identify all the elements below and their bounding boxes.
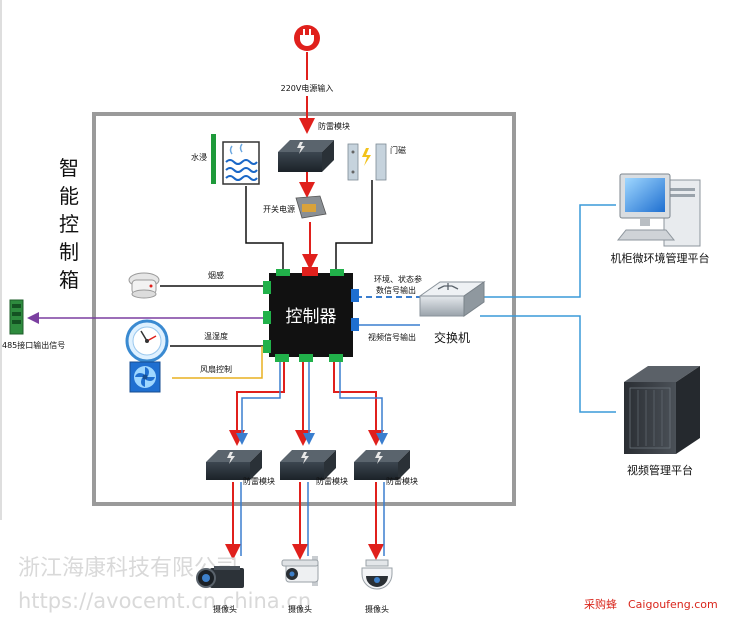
- bottom-surge-module-2: [280, 450, 336, 480]
- fan-control-label: 风扇控制: [200, 364, 232, 374]
- cabinet-title-char: 箱: [59, 268, 79, 292]
- cabinet-title-char: 智: [59, 156, 79, 180]
- switching-power-supply: [295, 195, 327, 219]
- water-sensor-icon: [211, 134, 260, 185]
- switch-label: 交换机: [434, 330, 470, 345]
- cabinet-title-char: 能: [59, 184, 79, 208]
- cabinet-box: [92, 112, 516, 506]
- door-sensor-icon: [347, 143, 387, 181]
- temp-humidity-label: 温湿度: [204, 331, 228, 341]
- brand-cn: 采购蜂: [584, 597, 617, 611]
- video-output-label: 视频信号输出: [368, 332, 416, 342]
- bottom-surge-module-3: [354, 450, 410, 480]
- camera-label-3: 摄像头: [365, 604, 389, 614]
- video-platform-label: 视频管理平台: [627, 463, 693, 477]
- power-input-label: 220V电源输入: [281, 83, 334, 93]
- dome-camera-icon: [361, 559, 393, 590]
- env-platform-label: 机柜微环境管理平台: [611, 251, 710, 265]
- smoke-detector-icon: [128, 272, 160, 299]
- controller-label: 控制器: [286, 307, 337, 327]
- server-rack-icon: [624, 366, 700, 454]
- bottom-surge-label-1: 防雷模块: [243, 476, 275, 486]
- brand-en: Caigoufeng.com: [628, 598, 718, 611]
- power-plug-icon: [294, 25, 320, 51]
- network-switch-icon: [418, 281, 486, 317]
- rs485-terminal-icon: [9, 299, 24, 335]
- computer-icon: [616, 173, 701, 247]
- controller-box: [263, 267, 359, 362]
- smoke-label: 烟感: [208, 270, 224, 280]
- cabinet-title-char: 控: [59, 212, 79, 236]
- bottom-surge-module-1: [206, 450, 262, 480]
- bullet-camera-icon: [281, 556, 319, 586]
- box-camera-icon: [196, 566, 244, 588]
- temperature-humidity-gauge-icon: [125, 319, 169, 363]
- top-surge-label: 防雷模块: [318, 121, 350, 131]
- watermark-url: https://avocemt.cn.china.cn: [18, 589, 311, 613]
- cabinet-title-char: 制: [59, 240, 79, 264]
- bottom-surge-label-3: 防雷模块: [386, 476, 418, 486]
- lightning-icon: [297, 142, 305, 154]
- top-surge-module: [278, 140, 334, 172]
- door-sensor-label: 门磁: [390, 145, 406, 155]
- bottom-surge-label-2: 防雷模块: [316, 476, 348, 486]
- psu-label: 开关电源: [263, 204, 295, 214]
- water-sensor-label: 水浸: [191, 152, 207, 162]
- rs485-output-label: 485接口输出信号: [2, 340, 65, 350]
- env-output-label-line1: 环境、状态参: [374, 274, 422, 284]
- env-output-label-line2: 数信号输出: [376, 285, 416, 295]
- fan-icon: [129, 361, 161, 393]
- camera-label-2: 摄像头: [288, 604, 312, 614]
- camera-label-1: 摄像头: [213, 604, 237, 614]
- cabinet-title: 智 能 控 制 箱: [59, 156, 79, 292]
